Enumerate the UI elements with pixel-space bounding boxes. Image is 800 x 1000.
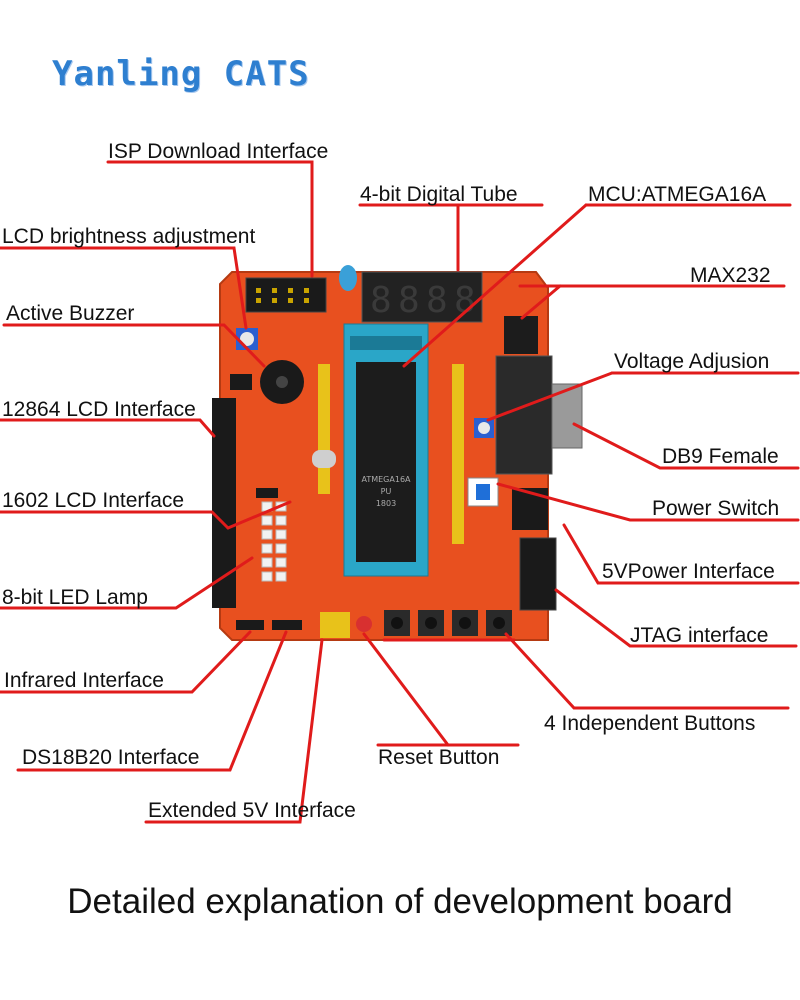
label-db9: DB9 Female	[662, 445, 779, 468]
capacitor	[339, 265, 357, 291]
lcd1602-header	[256, 488, 278, 498]
label-isp: ISP Download Interface	[108, 140, 329, 163]
display-digit-2: 8	[398, 280, 420, 321]
db9-connector	[495, 355, 553, 475]
label-lcd12864: 12864 LCD Interface	[2, 398, 196, 421]
label-buttons: 4 Independent Buttons	[544, 712, 756, 735]
label-lcd1602: 1602 LCD Interface	[2, 489, 185, 512]
label-lcd-brightness: LCD brightness adjustment	[2, 225, 256, 248]
label-mcu: MCU:ATMEGA16A	[588, 183, 767, 206]
infrared-socket	[236, 620, 264, 630]
mcu-chip	[356, 362, 416, 562]
chip-text-2: PU	[381, 487, 392, 496]
label-ds18b20: DS18B20 Interface	[22, 746, 200, 769]
label-power-5v: 5VPower Interface	[602, 560, 775, 583]
tactile-buttons	[384, 610, 512, 636]
isp-header	[245, 277, 327, 313]
label-ext5v: Extended 5V Interface	[148, 799, 356, 822]
chip-text-1: ATMEGA16A	[361, 475, 411, 484]
display-digit-4: 8	[454, 280, 476, 321]
brand-logo: Yanling CATS	[52, 54, 310, 94]
isp-pins	[256, 288, 309, 303]
label-infrared: Infrared Interface	[4, 669, 164, 692]
label-reset: Reset Button	[378, 746, 500, 769]
label-power-switch: Power Switch	[652, 497, 780, 520]
display-digit-1: 8	[370, 280, 392, 321]
lcd12864-header	[212, 398, 236, 608]
label-voltage-adj: Voltage Adjusion	[614, 350, 770, 373]
label-buzzer: Active Buzzer	[6, 302, 135, 325]
chip-text-3: 1803	[376, 499, 396, 508]
label-led: 8-bit LED Lamp	[2, 586, 148, 609]
label-max232: MAX232	[690, 264, 771, 287]
reset-button-part	[356, 616, 372, 632]
ds18b20-socket	[272, 620, 302, 630]
ext5v-header	[320, 612, 350, 638]
power-jack	[512, 488, 548, 530]
port-header-right	[452, 364, 464, 544]
max232-chip	[504, 316, 538, 354]
port-header-left	[318, 364, 330, 494]
jumper	[230, 374, 252, 390]
label-digital-tube: 4-bit Digital Tube	[360, 183, 518, 206]
crystal	[312, 450, 336, 468]
label-jtag: JTAG interface	[630, 624, 769, 647]
display-digit-3: 8	[426, 280, 448, 321]
jtag-header	[519, 537, 557, 611]
page-caption: Detailed explanation of development boar…	[67, 882, 733, 921]
